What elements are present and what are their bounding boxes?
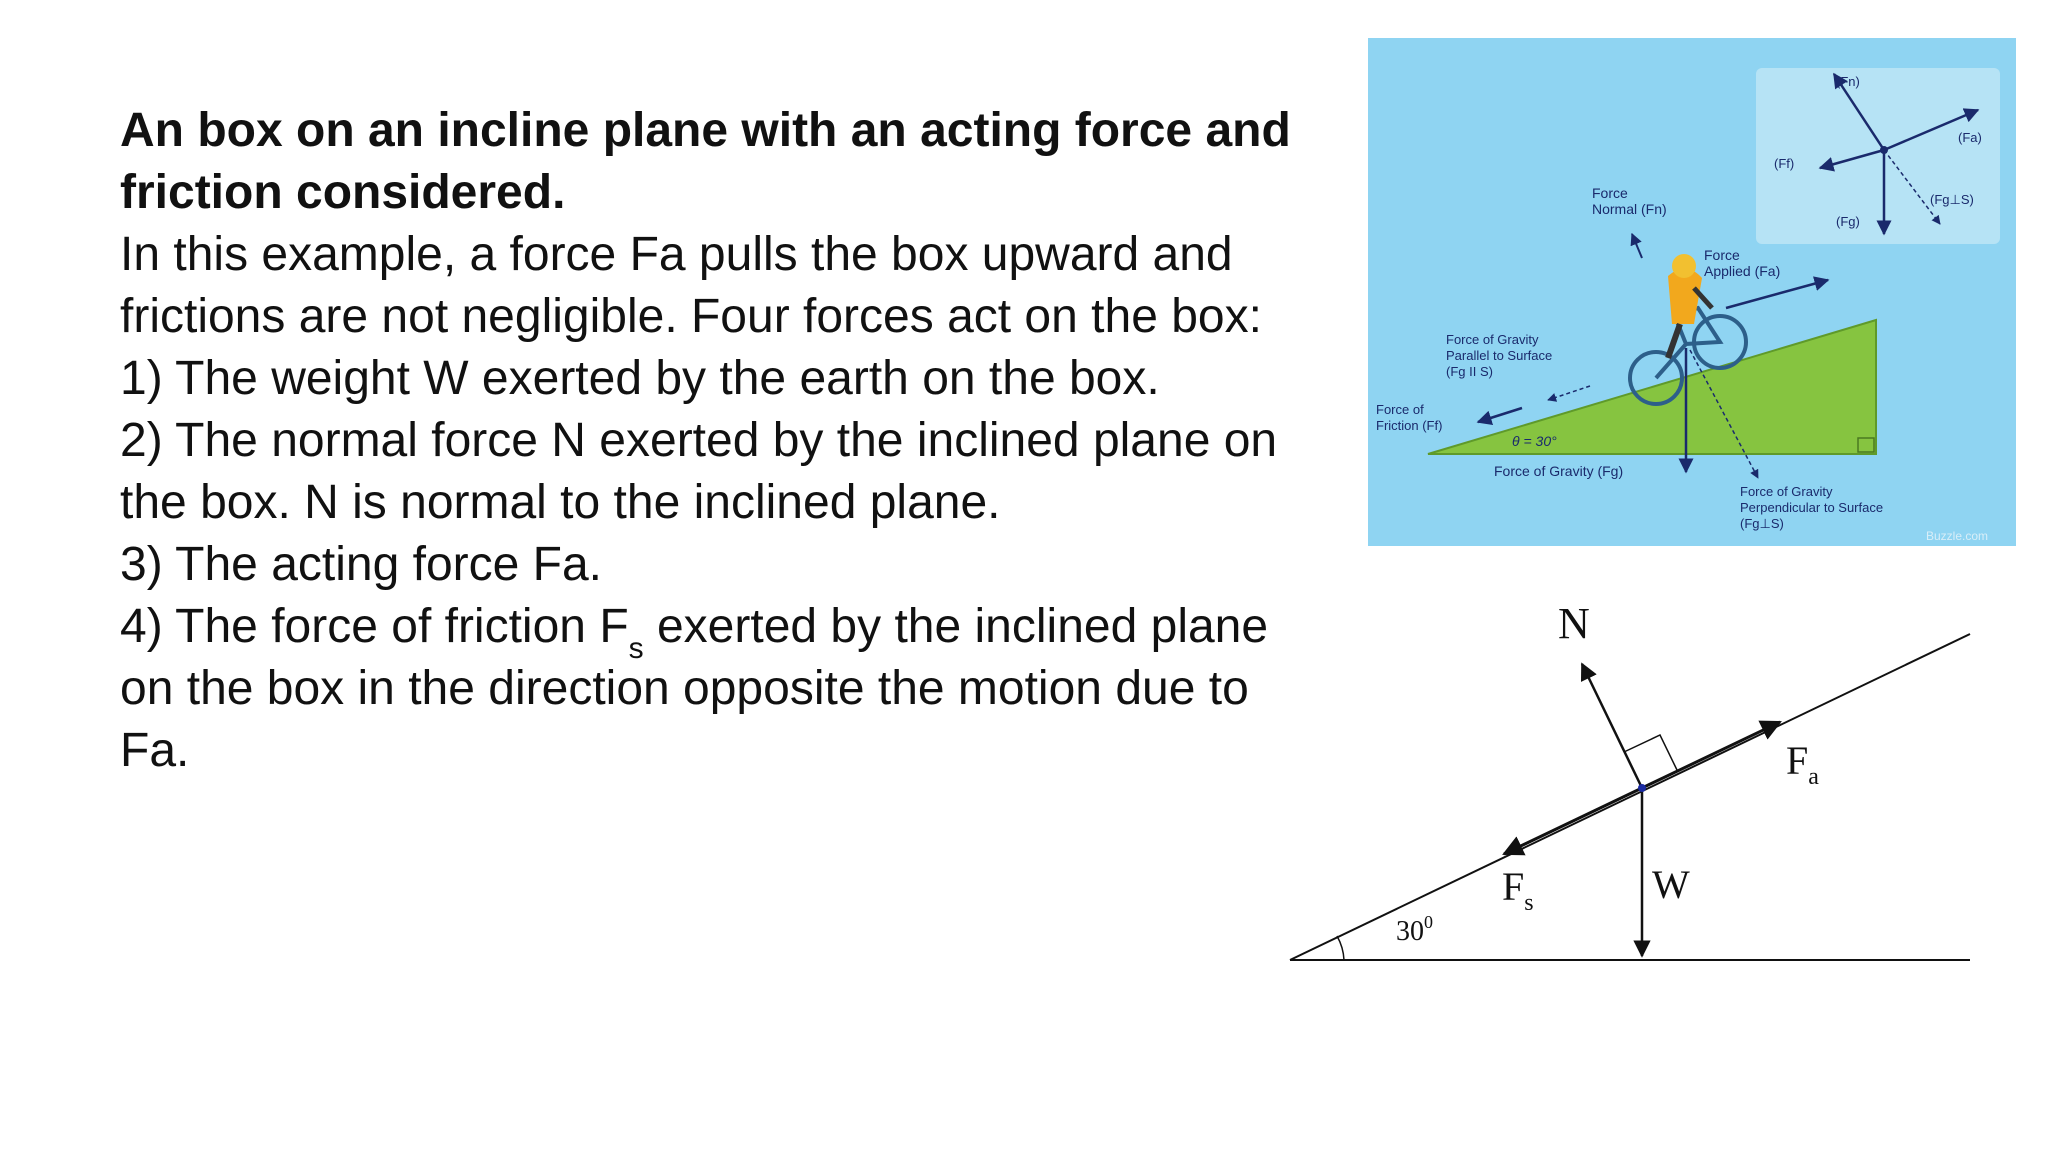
normal-force-arrow: [1630, 232, 1643, 259]
w-label: W: [1652, 862, 1690, 907]
cyclist-icon: [1628, 254, 1748, 406]
inset-ff-label: (Ff): [1774, 156, 1794, 171]
applied-force-label-line2: Applied (Fa): [1704, 263, 1780, 279]
inset-ff-arrow: [1818, 148, 1885, 172]
force-item-2: 2) The normal force N exerted by the inc…: [120, 414, 1278, 529]
force-item-4-end: exerted by the inclined plane on the box…: [120, 600, 1269, 777]
force-item-4: 4) The force of friction Fs exerted by t…: [120, 596, 1320, 782]
gravity-perpendicular-label-line1: Force of Gravity: [1740, 484, 1833, 499]
applied-force-label-line1: Force: [1704, 247, 1740, 263]
free-body-diagram: N Fa Fs W 300: [1289, 599, 1971, 961]
inset-fn-label: (Fn): [1836, 74, 1860, 89]
gravity-perpendicular-label-line3: (Fg⊥S): [1740, 516, 1784, 531]
inset-fg-perp-arrow: [1883, 149, 1941, 225]
angle-arc: [1336, 935, 1345, 961]
slide-title: An box on an incline plane with an actin…: [120, 104, 1291, 219]
fa-label-subscript: a: [1808, 764, 1819, 790]
gravity-perpendicular-label-line2: Perpendicular to Surface: [1740, 500, 1883, 515]
fa-label-main: F: [1786, 738, 1808, 783]
force-item-4-start: 4) The force of friction F: [120, 600, 629, 653]
fs-arrow: [1502, 786, 1643, 856]
n-arrow: [1580, 662, 1644, 789]
bike-incline-diagram: (Fn) (Fa) (Ff) (Fg) (Fg⊥S) Force Normal …: [1368, 38, 2016, 546]
friction-label-line1: Force of: [1376, 402, 1424, 417]
friction-arrow: [1476, 406, 1523, 426]
incline-line: [1289, 633, 1971, 961]
gravity-parallel-arrow: [1547, 385, 1591, 402]
angle-label-main: 30: [1396, 916, 1424, 947]
n-label: N: [1558, 599, 1590, 648]
fs-label: Fs: [1502, 864, 1534, 916]
fs-label-main: F: [1502, 864, 1524, 909]
force-item-4-subscript: s: [628, 632, 644, 665]
force-item-1: 1) The weight W exerted by the earth on …: [120, 352, 1160, 405]
angle-label: θ = 30°: [1512, 433, 1557, 449]
inset-fg-perp-label: (Fg⊥S): [1930, 192, 1974, 207]
gravity-parallel-label-line1: Force of Gravity: [1446, 332, 1539, 347]
force-item-3: 3) The acting force Fa.: [120, 538, 603, 591]
gravity-label: Force of Gravity (Fg): [1494, 463, 1623, 479]
gravity-parallel-label-line2: Parallel to Surface: [1446, 348, 1552, 363]
normal-force-label-line1: Force: [1592, 185, 1628, 201]
inset-panel: [1756, 68, 2000, 244]
inset-fa-arrow: [1883, 108, 1980, 152]
normal-force-label-line2: Normal (Fn): [1592, 201, 1667, 217]
angle-label-superscript: 0: [1424, 912, 1433, 932]
right-angle-mark: [1623, 734, 1678, 771]
inset-fg-label: (Fg): [1836, 214, 1860, 229]
slide-text: An box on an incline plane with an actin…: [120, 100, 1320, 782]
fa-arrow: [1641, 720, 1782, 790]
gravity-perpendicular-arrow: [1689, 349, 1759, 479]
right-angle-mark: [1857, 437, 1875, 453]
intro-text: In this example, a force Fa pulls the bo…: [120, 228, 1262, 343]
fa-label: Fa: [1786, 738, 1819, 790]
fs-label-subscript: s: [1524, 890, 1533, 916]
inset-fa-label: (Fa): [1958, 130, 1982, 145]
incline-ramp: [1427, 318, 1877, 455]
angle-label: 300: [1396, 912, 1433, 947]
applied-force-arrow: [1725, 276, 1830, 310]
inset-fn-arrow: [1832, 72, 1886, 151]
friction-label-line2: Friction (Ff): [1376, 418, 1442, 433]
inset-center-point: [1880, 146, 1888, 154]
gravity-parallel-label-line3: (Fg II S): [1446, 364, 1493, 379]
watermark: Buzzle.com: [1926, 529, 1988, 543]
contact-point: [1638, 784, 1646, 792]
